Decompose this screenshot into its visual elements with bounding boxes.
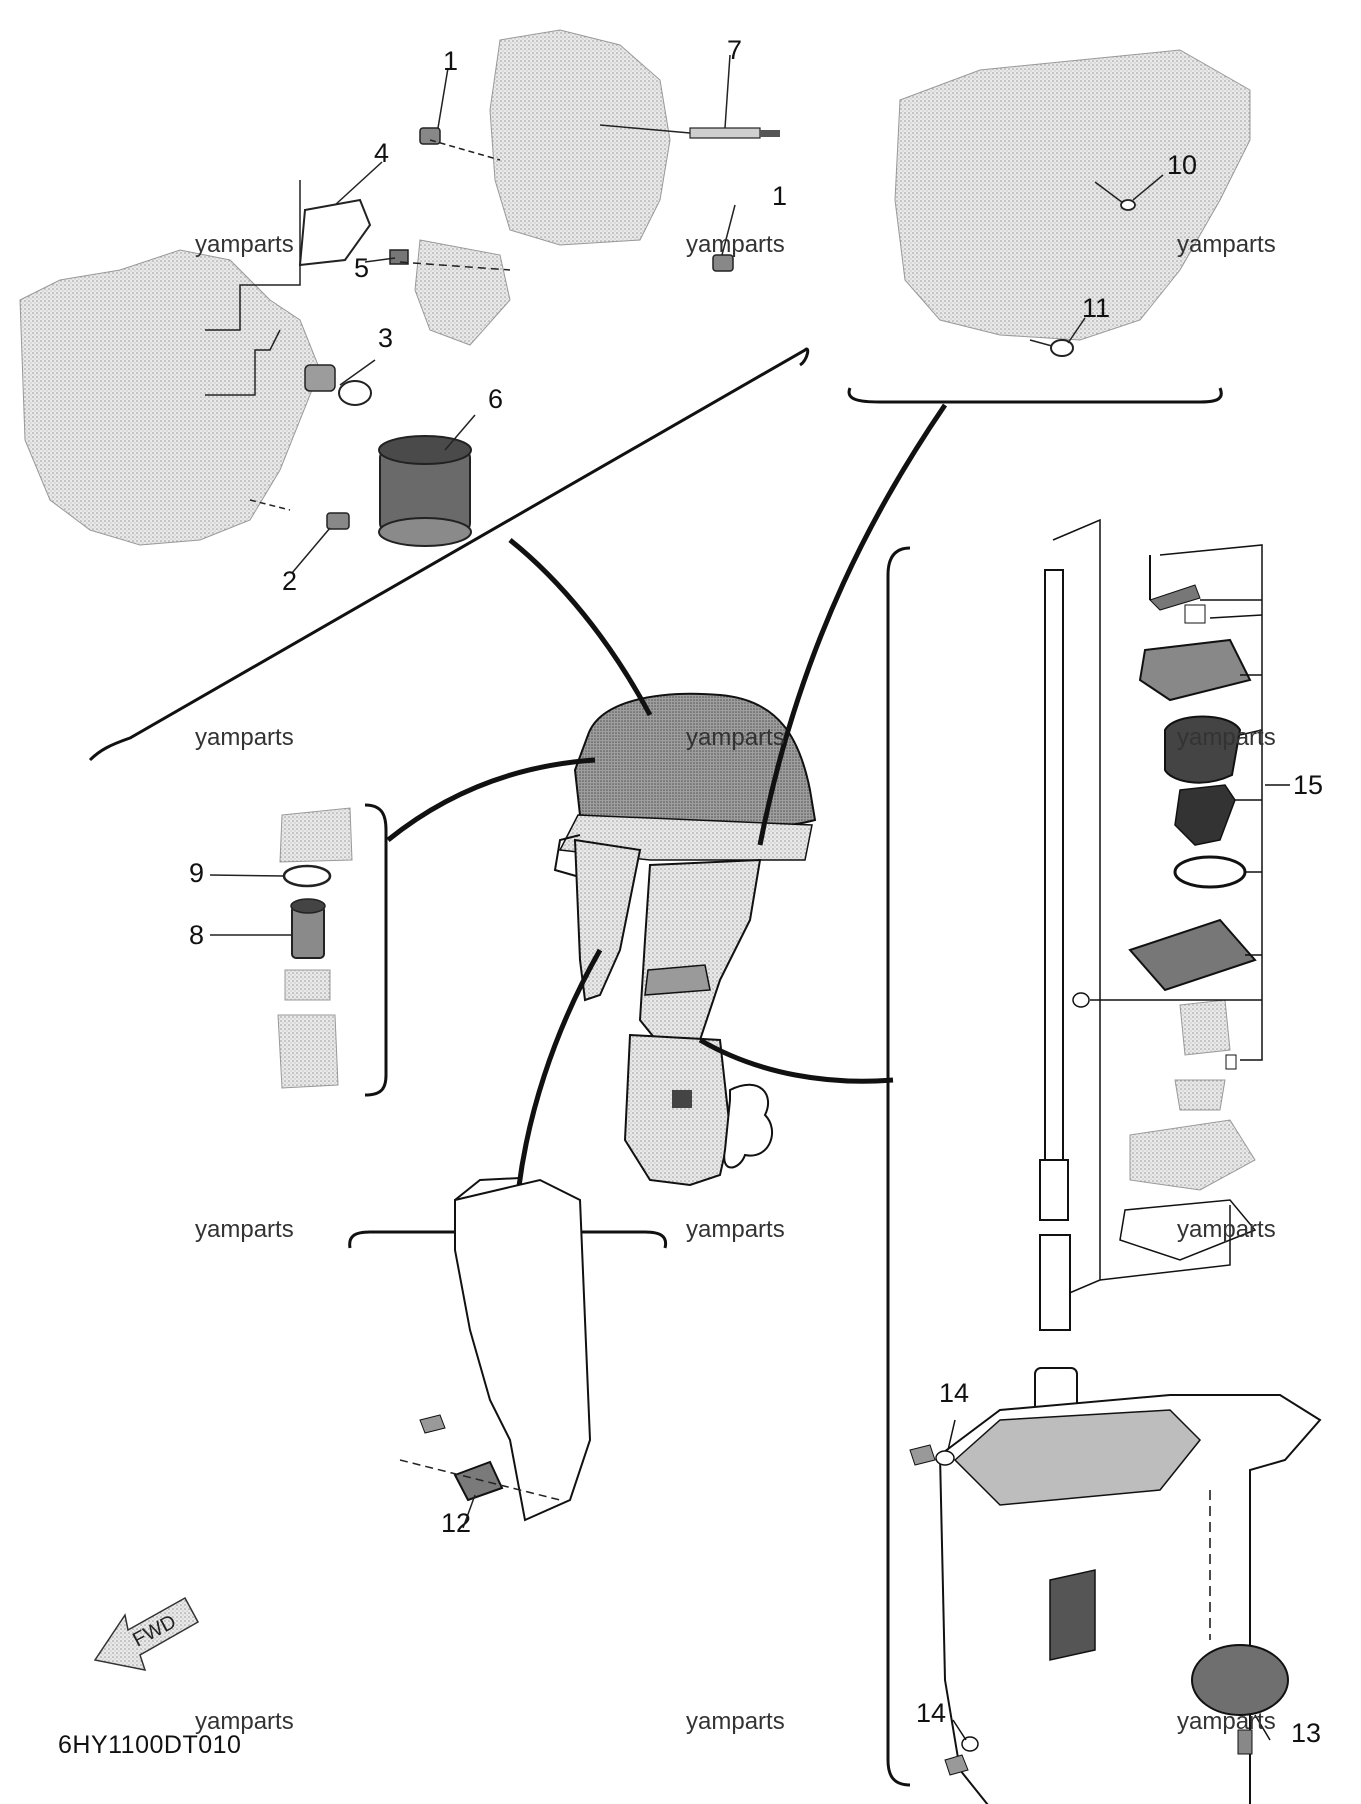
oring-10 bbox=[1120, 199, 1136, 211]
bracket-lower-unit bbox=[886, 546, 911, 1787]
filter-element-8 bbox=[290, 898, 326, 959]
plug-2 bbox=[326, 512, 350, 530]
watermark: yamparts bbox=[195, 231, 294, 258]
anode-13 bbox=[1191, 1644, 1289, 1755]
callout-1-top: 1 bbox=[443, 46, 459, 76]
bolt-3 bbox=[304, 364, 336, 392]
powerhead-group bbox=[847, 49, 1251, 404]
callout-5: 5 bbox=[354, 253, 370, 283]
callout-6: 6 bbox=[488, 384, 504, 414]
connector-lines bbox=[386, 403, 948, 1233]
callout-2: 2 bbox=[282, 566, 298, 596]
engine-block-group bbox=[19, 29, 810, 762]
watermark: yamparts bbox=[686, 724, 785, 751]
watermark: yamparts bbox=[195, 724, 294, 751]
fwd-arrow-icon bbox=[93, 1596, 200, 1671]
shaft-dash-frame bbox=[1052, 518, 1101, 1301]
clamp-bracket bbox=[573, 838, 642, 1002]
screw-14-top bbox=[909, 1419, 956, 1466]
callout-15: 15 bbox=[1293, 770, 1324, 800]
callout-1-right: 1 bbox=[772, 181, 788, 211]
watermark: yamparts bbox=[686, 1708, 785, 1735]
lower-casing-detail bbox=[938, 1394, 1322, 1804]
clamp-plate bbox=[454, 1178, 592, 1522]
oring-9 bbox=[282, 864, 332, 888]
motor-badge bbox=[672, 1090, 692, 1108]
fuel-filter-group bbox=[209, 803, 388, 1097]
callout-14-top: 14 bbox=[939, 1378, 970, 1408]
watermark: yamparts bbox=[195, 1216, 294, 1243]
lower-unit-group bbox=[886, 518, 1322, 1804]
oring-11 bbox=[1050, 339, 1074, 357]
screw-14-bottom bbox=[944, 1719, 979, 1776]
bracket-fuel bbox=[364, 803, 388, 1097]
watermark: yamparts bbox=[195, 1708, 294, 1735]
callout-10: 10 bbox=[1167, 150, 1198, 180]
plug-1b bbox=[712, 254, 734, 272]
spark-plug-7 bbox=[689, 127, 780, 139]
outboard-motor bbox=[553, 692, 817, 1187]
washer-3 bbox=[338, 380, 372, 406]
upper-casing bbox=[638, 858, 762, 1047]
drawing-code: 6HY1100DT010 bbox=[58, 1731, 242, 1759]
callout-12: 12 bbox=[441, 1508, 472, 1538]
watermark: yamparts bbox=[686, 1216, 785, 1243]
cover-plate bbox=[414, 239, 511, 346]
engine-block-right bbox=[489, 29, 671, 246]
gasket-4 bbox=[298, 198, 372, 267]
bracket-top-left bbox=[88, 347, 810, 762]
engine-block-left bbox=[19, 249, 321, 546]
lower-casing bbox=[623, 1033, 732, 1187]
bracket-top-right bbox=[847, 387, 1223, 404]
powerhead-body bbox=[894, 49, 1251, 341]
mount-bolt bbox=[419, 1414, 446, 1434]
callout-9: 9 bbox=[189, 858, 205, 888]
watermark: yamparts bbox=[1177, 1216, 1276, 1243]
propeller bbox=[723, 1083, 774, 1169]
callout-7: 7 bbox=[727, 35, 743, 65]
shaft-sleeve bbox=[1039, 1234, 1071, 1331]
watermark: yamparts bbox=[1177, 724, 1276, 751]
callout-3: 3 bbox=[378, 323, 394, 353]
water-pump-15 bbox=[1072, 544, 1290, 1281]
callout-4: 4 bbox=[374, 138, 390, 168]
callout-11: 11 bbox=[1082, 293, 1111, 323]
callout-14-bottom: 14 bbox=[916, 1698, 947, 1728]
drive-shaft bbox=[1039, 569, 1069, 1221]
watermark: yamparts bbox=[1177, 1708, 1276, 1735]
callout-8: 8 bbox=[189, 920, 205, 950]
mount-12 bbox=[453, 1460, 504, 1502]
callout-13: 13 bbox=[1291, 1718, 1322, 1748]
watermark: yamparts bbox=[686, 231, 785, 258]
plug-1a bbox=[419, 127, 441, 145]
mount-group bbox=[348, 1177, 668, 1529]
oil-filter-6 bbox=[378, 435, 472, 547]
watermark: yamparts bbox=[1177, 231, 1276, 258]
swivel bbox=[644, 964, 711, 996]
steering-handle bbox=[553, 834, 591, 881]
plug-5 bbox=[389, 249, 409, 265]
